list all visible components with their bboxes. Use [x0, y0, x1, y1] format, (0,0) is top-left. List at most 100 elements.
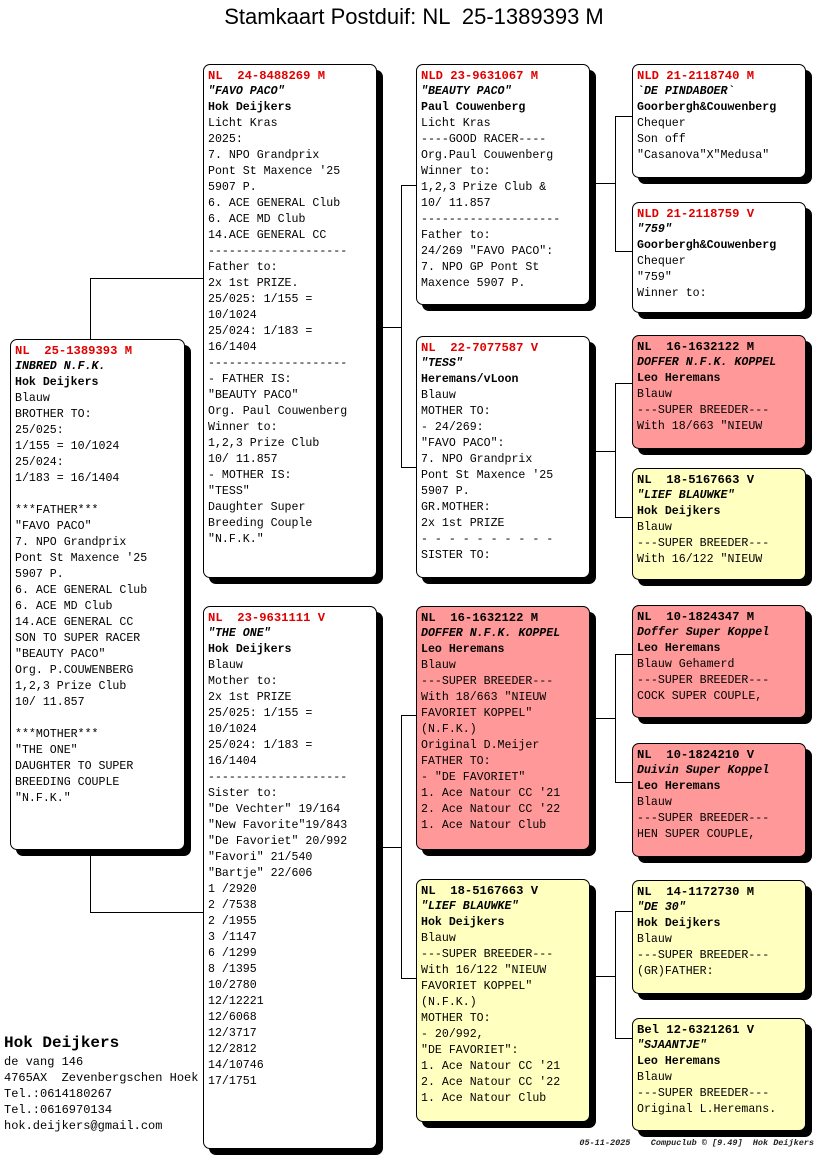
pigeon-info-line: 25/025: [15, 424, 64, 437]
pigeon-info-line: - FATHER IS: [208, 373, 292, 386]
pigeon-info-line: 14.ACE GENERAL CC [15, 616, 134, 629]
pigeon-info-line: ---SUPER BREEDER--- [637, 537, 770, 550]
page-title: Stamkaart Postduif: NL 25-1389393 M [224, 4, 604, 29]
pigeon-info-line: "BEAUTY PACO" [15, 648, 106, 661]
pigeon-info-line: -------------------- [421, 213, 561, 226]
ring-number: NL 23-9631111 V [208, 611, 326, 625]
pigeon-name: Doffer Super Koppel [637, 626, 770, 639]
ring-number: NL 10-1824210 V [637, 748, 755, 762]
pigeon-info-line: "FAVO PACO": [421, 437, 505, 450]
pigeon-name: "LIEF BLAUWKE" [421, 900, 519, 913]
pigeon-info-line: 25/024: 1/183 = [208, 325, 313, 338]
pigeon-info-line: Org. Paul Couwenberg [208, 405, 348, 418]
pigeon-name: `DE PINDABOER` [637, 85, 735, 98]
pigeon-info-line: BROTHER TO: [15, 408, 92, 421]
pigeon-owner: Leo Heremans [637, 780, 721, 793]
pigeon-info-line: Org.Paul Couwenberg [421, 149, 554, 162]
pigeon-name: "FAVO PACO" [208, 85, 285, 98]
pigeon-info-line: 25/024: [15, 456, 64, 469]
pigeon-info-line: Winner to: [637, 287, 707, 300]
pigeon-info-line: 7. NPO GP Pont St [421, 261, 540, 274]
pigeon-info-line: Original L.Heremans. [637, 1103, 777, 1116]
pigeon-info-line: 2. Ace Natour CC '22 [421, 803, 561, 816]
ring-number: NL 16-1632122 M [421, 611, 539, 625]
pigeon-info-line: Blauw Gehamerd [637, 658, 735, 671]
pigeon-name: "TESS" [421, 357, 463, 370]
pigeon-owner: Leo Heremans [637, 372, 721, 385]
pigeon-info-line: 10/2780 [208, 979, 257, 992]
pigeon-info-line: 25/025: 1/155 = [208, 707, 313, 720]
connector-father [377, 185, 416, 468]
pigeon-owner: Hok Deijkers [637, 917, 721, 930]
pigeon-info-line: FAVORIET KOPPEL" [421, 707, 533, 720]
pigeon-info-line: 25/025: 1/155 = [208, 293, 313, 306]
ring-number: NL 24-8488269 M [208, 69, 326, 83]
pigeon-info-line: ***FATHER*** [15, 504, 99, 517]
pigeon-info-line: 12/12221 [208, 995, 264, 1008]
pigeon-info-line: Son off [637, 133, 686, 146]
pigeon-info-line: 1. Ace Natour Club [421, 819, 547, 832]
pigeon-info-line: 6. ACE MD Club [15, 600, 113, 613]
footer-print-info: 05-11-2025 Compuclub © [9.49] Hok Deijke… [579, 1138, 814, 1148]
pigeon-info-line: ---SUPER BREEDER--- [637, 812, 770, 825]
pigeon-info-line: 1/183 = 16/1404 [15, 472, 120, 485]
pigeon-info-line: "FAVO PACO" [15, 520, 92, 533]
connector-mother [377, 715, 416, 979]
pigeon-info-line: 10/1024 [208, 309, 257, 322]
pigeon-info-line: "De Vechter" 19/164 [208, 803, 341, 816]
pigeon-info-line: Maxence 5907 P. [421, 277, 526, 290]
pigeon-info-line: Licht Kras [421, 117, 491, 130]
pigeon-info-line: 2. Ace Natour CC '22 [421, 1076, 561, 1089]
pigeon-info-line: 10/ 11.857 [421, 197, 491, 210]
pigeon-info-line: ---SUPER BREEDER--- [637, 404, 770, 417]
pigeon-card-fm-mother: NL 18-5167663 V"LIEF BLAUWKE"Hok Deijker… [632, 468, 806, 580]
ring-number: Bel 12-6321261 V [637, 1023, 755, 1037]
pigeon-info-line: Mother to: [208, 675, 278, 688]
pigeon-name: DOFFER N.F.K. KOPPEL [421, 627, 561, 640]
pigeon-info-line: 10/1024 [208, 723, 257, 736]
pigeon-info-line: 6. ACE MD Club [208, 213, 306, 226]
pigeon-info-line: Pont St Maxence '25 [15, 552, 148, 565]
pigeon-info-line: - "DE FAVORIET" [421, 771, 526, 784]
pigeon-info-line: Breeding Couple [208, 517, 313, 530]
pigeon-info-line: 6. ACE GENERAL Club [15, 584, 148, 597]
pigeon-info-line: 24/269 "FAVO PACO": [421, 245, 554, 258]
pigeon-owner: Paul Couwenberg [421, 101, 526, 114]
pigeon-info-line: "Casanova"X"Medusa" [637, 149, 770, 162]
pigeon-info-line: Blauw [637, 796, 672, 809]
pigeon-info-line: 25/024: 1/183 = [208, 739, 313, 752]
connector-mf [590, 654, 632, 783]
breeder-city: 4765AX Zevenbergschen Hoek [4, 1071, 199, 1085]
pigeon-info-line: Daughter Super [208, 501, 306, 514]
pigeon-info-line: 3 /1147 [208, 931, 257, 944]
pigeon-info-line: 12/6068 [208, 1011, 257, 1024]
pigeon-info-line: 2x 1st PRIZE [208, 691, 292, 704]
ring-number: NL 16-1632122 M [637, 340, 755, 354]
pigeon-info-line: With 18/663 "NIEUW [421, 691, 547, 704]
pigeon-name: Duivin Super Koppel [637, 764, 770, 777]
pigeon-info-line: "BEAUTY PACO" [208, 389, 299, 402]
pigeon-info-line: ---SUPER BREEDER--- [637, 1087, 770, 1100]
breeder-address: de vang 146 [4, 1055, 84, 1069]
pigeon-info-line: Blauw [421, 389, 456, 402]
pigeon-owner: Leo Heremans [637, 1055, 721, 1068]
pigeon-info-line: 7. NPO Grandprix [208, 149, 320, 162]
pigeon-info-line: MOTHER TO: [421, 405, 491, 418]
pigeon-info-line: - - - - - - - - - - [421, 533, 554, 546]
ring-number: NLD 23-9631067 M [421, 69, 539, 83]
pigeon-info-line: "DE FAVORIET": [421, 1044, 519, 1057]
pigeon-owner: Hok Deijkers [15, 376, 99, 389]
pigeon-info-line: ----GOOD RACER---- [421, 133, 547, 146]
pigeon-info-line: Chequer [637, 255, 686, 268]
pigeon-info-line: 2x 1st PRIZE. [208, 277, 299, 290]
pigeon-owner: Heremans/vLoon [421, 373, 519, 386]
pigeon-info-line: -------------------- [208, 357, 348, 370]
pigeon-info-line: 5907 P. [15, 568, 64, 581]
pigeon-info-line: 12/3717 [208, 1027, 257, 1040]
pigeon-owner: Leo Heremans [637, 642, 721, 655]
